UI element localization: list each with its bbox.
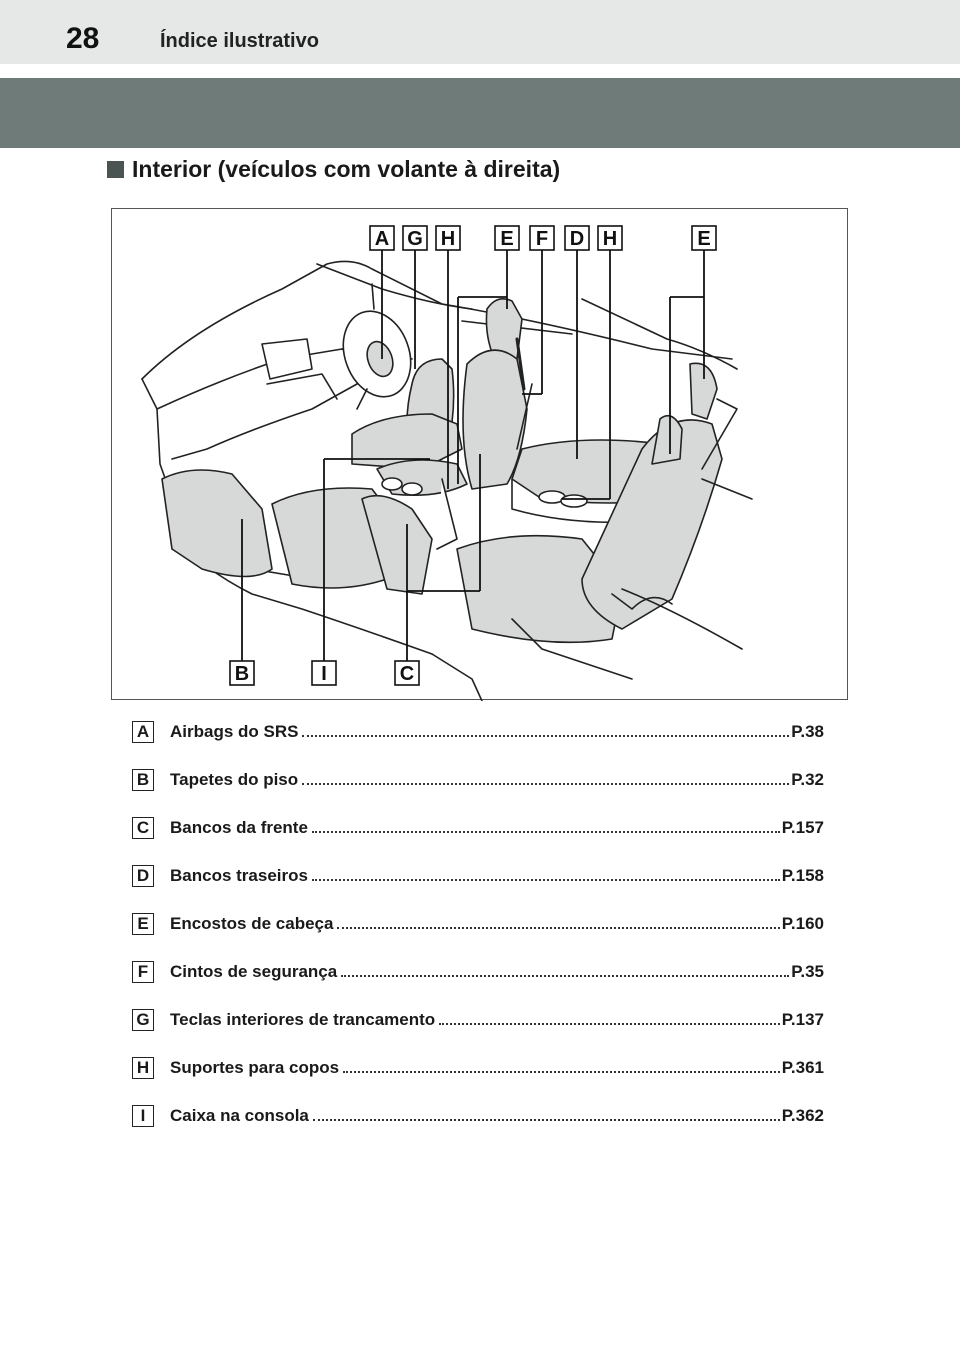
- dot-leader: [312, 1107, 780, 1121]
- page-reference-link[interactable]: P.158: [781, 866, 824, 885]
- dot-leader: [439, 1011, 780, 1025]
- callout-box-h2: [597, 225, 623, 251]
- legend-item-cup-holders: H Suportes para copos P.361: [132, 1056, 824, 1080]
- callout-e: E: [500, 228, 513, 250]
- callout-box-e2: [691, 225, 717, 251]
- item-label: Cintos de segurança: [170, 962, 338, 981]
- dot-leader: [343, 1059, 780, 1073]
- dot-leader: [311, 867, 780, 881]
- callouts-bottom: B I C: [229, 660, 420, 686]
- dot-leader: [302, 723, 790, 737]
- legend-item-front-seats: C Bancos da frente P.157: [132, 816, 824, 840]
- callout-i: I: [321, 663, 327, 685]
- item-label: Airbags do SRS: [170, 722, 299, 741]
- dot-leader: [337, 915, 780, 929]
- callout-box-a: [369, 225, 395, 251]
- page-reference-link[interactable]: P.35: [791, 962, 824, 981]
- callout-box-e: [494, 225, 520, 251]
- callout-box-d: [564, 225, 590, 251]
- dot-leader: [341, 963, 790, 977]
- interior-illustration: A G H E F D H E B I C: [111, 208, 848, 701]
- legend-item-console-box: I Caixa na consola P.362: [132, 1104, 824, 1128]
- header-title: Índice ilustrativo: [160, 30, 319, 52]
- page-reference-link[interactable]: P.137: [781, 1010, 824, 1029]
- letter-box: C: [132, 817, 154, 839]
- legend-item-rear-seats: D Bancos traseiros P.158: [132, 864, 824, 888]
- callout-box-f: [529, 225, 555, 251]
- callout-box-c: [394, 660, 420, 686]
- callout-h: H: [441, 228, 455, 250]
- callout-box-g: [402, 225, 428, 251]
- callout-a: A: [375, 228, 389, 250]
- page-number: 28: [66, 22, 100, 55]
- letter-box: B: [132, 769, 154, 791]
- section-title-text: Interior (veículos com volante à direita…: [132, 156, 561, 182]
- legend-item-seat-belts: F Cintos de segurança P.35: [132, 960, 824, 984]
- callout-d: D: [570, 228, 584, 250]
- legend-item-lock-switches: G Teclas interiores de trancamento P.137: [132, 1008, 824, 1032]
- letter-box: H: [132, 1057, 154, 1079]
- callout-box-b: [229, 660, 255, 686]
- letter-box: F: [132, 961, 154, 983]
- callout-box-h: [435, 225, 461, 251]
- bullet-square-icon: [107, 161, 124, 178]
- item-label: Bancos da frente: [170, 818, 308, 837]
- page-reference-link[interactable]: P.160: [781, 914, 824, 933]
- letter-box: A: [132, 721, 154, 743]
- page-reference-link[interactable]: P.157: [781, 818, 824, 837]
- item-label: Caixa na consola: [170, 1106, 309, 1125]
- legend-item-airbags: A Airbags do SRS P.38: [132, 720, 824, 744]
- letter-box: I: [132, 1105, 154, 1127]
- callout-e2: E: [697, 228, 710, 250]
- item-label: Teclas interiores de trancamento: [170, 1010, 436, 1029]
- callout-b: B: [235, 663, 249, 685]
- interior-drawing: A G H E F D H E B I C: [141, 225, 753, 701]
- page-reference-link[interactable]: P.32: [791, 770, 824, 789]
- dot-leader: [302, 771, 790, 785]
- letter-box: D: [132, 865, 154, 887]
- page-reference-link[interactable]: P.361: [781, 1058, 824, 1077]
- item-label: Tapetes do piso: [170, 770, 299, 789]
- grey-band: [0, 78, 960, 148]
- callouts-top: A G H E F D H E: [369, 225, 717, 251]
- callout-g: G: [407, 228, 423, 250]
- letter-box: G: [132, 1009, 154, 1031]
- item-label: Suportes para copos: [170, 1058, 340, 1077]
- callout-box-i: [311, 660, 337, 686]
- letter-box: E: [132, 913, 154, 935]
- legend-item-head-restraints: E Encostos de cabeça P.160: [132, 912, 824, 936]
- callout-h2: H: [603, 228, 617, 250]
- page-reference-link[interactable]: P.362: [781, 1106, 824, 1125]
- callout-f: F: [536, 228, 548, 250]
- item-label: Encostos de cabeça: [170, 914, 334, 933]
- legend-item-floor-mats: B Tapetes do piso P.32: [132, 768, 824, 792]
- dot-leader: [311, 819, 780, 833]
- callout-c: C: [400, 663, 414, 685]
- page-reference-link[interactable]: P.38: [791, 722, 824, 741]
- item-label: Bancos traseiros: [170, 866, 308, 885]
- header-bar: [0, 0, 960, 64]
- section-title: Interior (veículos com volante à direita…: [107, 156, 560, 183]
